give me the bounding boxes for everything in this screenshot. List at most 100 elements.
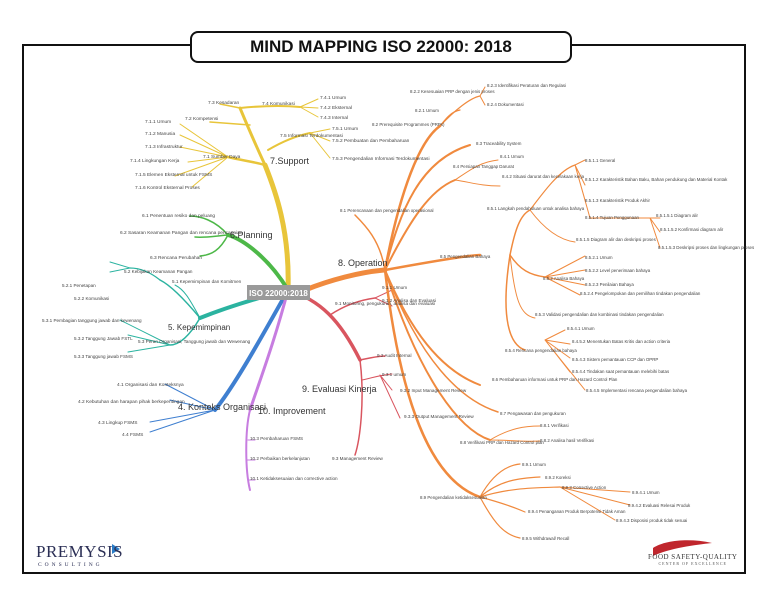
op-84: 8.4 Persiapan Tanggap Darurat — [453, 164, 515, 169]
op-892: 8.9.2 Koreksi — [545, 475, 571, 480]
kepemimpinan-title: 5. Kepemimpinan — [168, 323, 230, 332]
planning-63: 6.3 Rencana Perubahan — [150, 255, 202, 261]
konteks-41: 4.1 Organisasi dan Konteksnya — [117, 382, 184, 388]
op-8545: 8.5.4.5 Implementasi rencana pengendalia… — [586, 388, 688, 393]
premysis-logo-icon — [112, 544, 120, 554]
fsq-name: FOOD SAFETY-QUALITY — [648, 553, 738, 561]
eval-93: 9.3 Management Review — [332, 456, 383, 461]
konteks-labels: 4.1 Organisasi dan Konteksnya 4.2 Kebutu… — [78, 382, 185, 438]
support-kesadaran: 7.3 Kesadaran — [208, 100, 240, 106]
konteks-44: 4.4 FSMS — [122, 432, 143, 438]
support-informasi: 7.5 Informasi Terdokumentasi — [280, 133, 343, 139]
op-842: 8.4.2 Situasi darurat dan kecelakaan ker… — [502, 174, 585, 179]
op-8515: 8.5.1.5 Diagram alir dan deskripsi prose… — [576, 237, 657, 242]
support-712: 7.1.2 Manusia — [145, 131, 175, 137]
kep-521: 5.2.1 Penetapan — [62, 283, 96, 288]
kep-522: 5.2.2 Komunikasi — [74, 296, 109, 301]
eval-912: 9.1.2 Analisa dan Evaluasi — [382, 298, 436, 303]
planning-branch-lines — [189, 215, 290, 292]
kep-53: 5.3 Peran Organisasi, Tanggung jawab dan… — [138, 339, 251, 344]
op-8512: 8.5.1.2 Karakteristik Bahan Baku, Bahan … — [585, 177, 728, 182]
op-8524: 8.5.2.4 Pengelompokan dan pemilihan tind… — [580, 291, 701, 296]
konteks-branch-lines — [149, 288, 290, 433]
support-752: 7.5.2 Pembuatan dan Pembaharuan — [332, 138, 410, 144]
op-893: 8.9.3 Corrective Action — [562, 485, 607, 490]
op-82: 8.2 Prerequisite Programmes (PRPs) — [372, 122, 445, 127]
center-node — [247, 285, 310, 300]
op-8542: 8.4.5.2 Menentukan Batas Kritis dan acti… — [572, 339, 671, 344]
support-title: 7.Support — [270, 156, 310, 166]
kep-51: 5.1 Kepemimpinan dan Komitmen — [172, 279, 242, 284]
evaluasi-branch-lines — [286, 288, 401, 456]
support-753: 7.5.3 Pengendalian Informasi Terdokument… — [332, 156, 430, 162]
op-895: 8.9.5 Withdrawal/ Recall — [522, 536, 569, 541]
eval-931: 9.3.1 umum — [382, 372, 406, 377]
konteks-43: 4.3 Lingkup FSMS — [98, 420, 137, 426]
support-715: 7.1.5 Elemen Eksternal untuk FSMS — [135, 172, 212, 178]
op-89: 8.9 Pengendalian ketidaksesuaian — [420, 495, 487, 500]
evaluasi-title: 9. Evaluasi Kinerja — [302, 384, 377, 394]
improvement-102: 10.2 Perbaikan berkelanjutan — [250, 456, 310, 461]
planning-title: 6.Planning — [230, 230, 273, 240]
op-8522: 8.5.2.2 Level penerimaan bahaya — [585, 268, 651, 273]
op-824: 8.2.4 Dokumentasi — [487, 102, 524, 107]
fsq-sub: CENTER OF EXCELLENCE — [658, 561, 727, 566]
fsq-logo-icon — [653, 540, 712, 556]
improvement-labels: 10.3 Pembaharuan FSMS 10.2 Perbaikan ber… — [250, 436, 338, 481]
support-714: 7.1.4 Lingkungan Kerja — [130, 158, 180, 164]
premysis-name: PREMYSIS — [36, 542, 124, 561]
improvement-title: 10. Improvement — [258, 406, 326, 416]
kep-52: 5.2 Kebijakan Keamanan Pangan — [124, 269, 193, 274]
support-labels: 7.3 Kesadaran 7.4 Komunikasi 7.4.1 Umum … — [130, 95, 430, 191]
eval-933: 9.3.3 Output Management Review — [404, 414, 474, 419]
op-87: 8.7 Pengawasan dan pengukuran — [500, 411, 566, 416]
op-891: 8.9.1 Umum — [522, 462, 546, 467]
konteks-42: 4.2 Kebutuhan dan harapan pihak berkepen… — [78, 399, 185, 405]
operation-labels: 8.1 Perencanaan dan pengendalian operasi… — [340, 83, 755, 541]
op-86: 8.6 Pembaharuan informasi untuk PRP dan … — [492, 377, 618, 382]
op-88: 8.8 Verifikasi PRP dan Hazard Control pl… — [460, 440, 544, 445]
premysis-sub: CONSULTING — [38, 562, 103, 568]
support-742: 7.4.2 Eksternal — [320, 105, 352, 111]
op-8544: 8.5.4.4 Tindakan saat pemantauan melebih… — [572, 369, 670, 374]
eval-92: 9.2 Audit Internal — [377, 353, 411, 358]
op-841: 8.4.1 Umum — [500, 154, 524, 159]
konteks-title: 4. Konteks Organisasi — [178, 402, 266, 412]
op-881: 8.8.1 Verifikasi — [540, 423, 569, 428]
page-title: MIND MAPPING ISO 22000: 2018 — [190, 31, 572, 63]
support-713: 7.1.3 Infrastruktur — [145, 144, 183, 150]
op-85153: 8.5.1.5.3 Deskripsi proses dan lingkunga… — [658, 245, 755, 250]
fsq-logo: FOOD SAFETY-QUALITY CENTER OF EXCELLENCE — [648, 541, 737, 566]
center-label: ISO 22000:2018 — [249, 289, 308, 298]
evaluasi-labels: 9.1 Monitoring, pengukuran, analisa dan … — [332, 285, 474, 461]
op-8521: 8.5.2.1 Umum — [585, 255, 613, 260]
improvement-103: 10.3 Pembaharuan FSMS — [250, 436, 303, 441]
op-8543: 8.5.4.3 Sistem pemantauan CCP dan OPRP — [572, 357, 658, 362]
op-85152: 8.5.1.5.2 Konfirmasi diagram alir — [660, 227, 724, 232]
op-85: 8.5 Pengendalian Bahaya — [440, 254, 491, 259]
improvement-101: 10.1 Ketidaksesuaian dan corrective acti… — [250, 476, 338, 481]
op-853: 8.5.3 Validasi pengendalian dan kombinas… — [535, 312, 664, 317]
support-716: 7.1.6 Kontrol Eksternal Proses — [135, 185, 200, 191]
support-komunikasi: 7.4 Komunikasi — [262, 101, 295, 107]
planning-labels: 6.1 Penentuan resiko dan peluang 6.2 Sas… — [120, 213, 243, 261]
op-85151: 8.5.1.5.1 Diagram alir — [656, 213, 699, 218]
support-743: 7.4.3 Internal — [320, 115, 348, 121]
op-852: 8.5.2 Analisa Bahaya — [543, 276, 585, 281]
kep-533: 5.3.3 Tanggung jawab FSMS — [74, 354, 133, 359]
support-751: 7.5.1 Umum — [332, 126, 358, 132]
op-8523: 8.5.2.3 Penilaian Bahaya — [585, 282, 634, 287]
support-kompetensi: 7.2 Kompetensi — [185, 116, 218, 122]
op-894: 8.9.4 Penanganan Produk Berpotensi Tidak… — [528, 509, 626, 514]
operation-title: 8. Operation — [338, 258, 388, 268]
support-sumber-daya: 7.1 Sumber Daya — [203, 154, 241, 160]
op-8541: 8.5.4.1 Umum — [567, 326, 595, 331]
op-8511: 8.5.1.1 General — [585, 158, 615, 163]
kepemimpinan-labels: 5.2 Kebijakan Keamanan Pangan 5.2.1 Pene… — [42, 269, 251, 359]
op-823: 8.2.3 Identifikasi Peraturan dan Regulas… — [487, 83, 566, 88]
support-741: 7.4.1 Umum — [320, 95, 346, 101]
op-854: 8.5.4 Rencana pengendalian bahaya — [505, 348, 577, 353]
eval-911: 9.1.1 Umum — [382, 285, 407, 290]
operation-branch-lines — [302, 86, 661, 539]
op-882: 8.8.2 Analisa hasil Verifikasi — [540, 438, 594, 443]
